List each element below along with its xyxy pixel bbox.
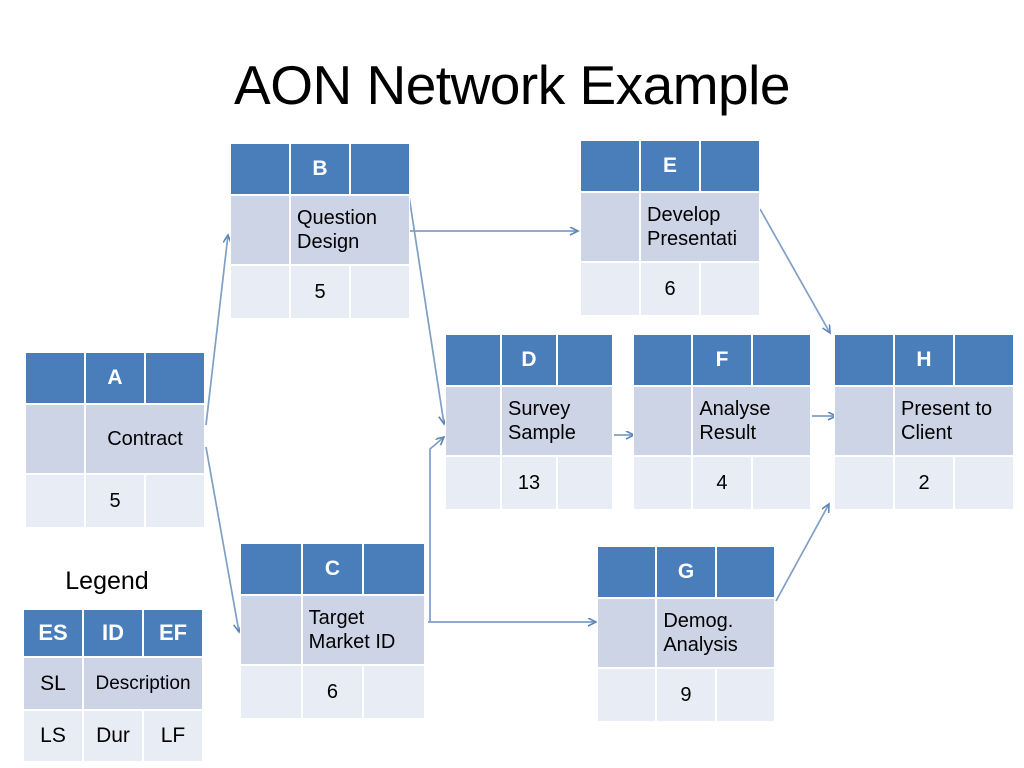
node-f-lf (751, 456, 811, 510)
legend-table: ES ID EF SL Description LS Dur LF (23, 609, 203, 762)
node-d-lf (557, 456, 613, 510)
node-a-id: A (85, 352, 145, 404)
node-b-id: B (290, 143, 350, 195)
node-c-duration: 6 (301, 665, 364, 719)
node-h-lf (954, 456, 1014, 510)
arrow-a-to-c (205, 446, 239, 632)
node-c-ls (240, 665, 302, 719)
node-g-id: G (656, 546, 716, 598)
arrow-g-to-h (775, 504, 829, 602)
node-f[interactable]: F Analyse Result 4 (633, 334, 811, 510)
node-a-duration: 5 (85, 474, 145, 528)
node-a-sl (25, 404, 85, 474)
node-h[interactable]: H Present to Client 2 (834, 334, 1014, 510)
node-g-ls (597, 668, 657, 722)
node-b-ef (350, 143, 410, 195)
node-a-ef (145, 352, 205, 404)
node-d-id: D (501, 334, 557, 386)
node-f-ef (751, 334, 811, 386)
node-c-lf (363, 665, 425, 719)
node-g-duration: 9 (656, 668, 716, 722)
legend-lf: LF (143, 710, 203, 762)
node-e-sl (580, 192, 640, 262)
node-f-es (633, 334, 693, 386)
node-b-es (230, 143, 290, 195)
node-f-description: Analyse Result (692, 386, 811, 456)
legend-ls: LS (23, 710, 83, 762)
legend-description: Description (83, 657, 203, 710)
node-c-description: Target Market ID (301, 595, 425, 665)
node-a-es (25, 352, 85, 404)
node-c-id: C (301, 543, 364, 595)
node-f-sl (633, 386, 693, 456)
node-h-sl (834, 386, 894, 456)
node-h-ef (954, 334, 1014, 386)
node-f-duration: 4 (692, 456, 752, 510)
node-a-lf (145, 474, 205, 528)
node-g-sl (597, 598, 657, 668)
arrow-b-to-d (408, 195, 444, 424)
node-e-es (580, 140, 640, 192)
node-f-ls (633, 456, 693, 510)
node-g[interactable]: G Demog. Analysis 9 (597, 546, 775, 722)
node-g-description: Demog. Analysis (656, 598, 775, 668)
legend-dur: Dur (83, 710, 143, 762)
node-c-ef (363, 543, 425, 595)
node-d-ef (557, 334, 613, 386)
page-title: AON Network Example (234, 54, 790, 116)
node-c-sl (240, 595, 302, 665)
node-e-ef (700, 140, 760, 192)
node-a-description: Contract (85, 404, 205, 474)
node-h-es (834, 334, 894, 386)
node-e-description: Develop Presentati (640, 192, 760, 262)
node-b-lf (350, 265, 410, 319)
arrow-c-to-d (429, 437, 444, 622)
node-d-es (445, 334, 501, 386)
node-e-duration: 6 (640, 262, 700, 316)
node-h-description: Present to Client (894, 386, 1014, 456)
node-c-es (240, 543, 302, 595)
node-d-ls (445, 456, 501, 510)
arrow-a-to-b (205, 235, 228, 426)
node-b-description: Question Design (290, 195, 410, 265)
node-g-es (597, 546, 657, 598)
node-h-id: H (894, 334, 954, 386)
node-e[interactable]: E Develop Presentati 6 (580, 140, 760, 316)
legend-id: ID (83, 609, 143, 657)
node-b-ls (230, 265, 290, 319)
legend-title: Legend (65, 567, 149, 595)
node-e-id: E (640, 140, 700, 192)
arrow-e-to-h (759, 208, 830, 333)
node-h-ls (834, 456, 894, 510)
node-c[interactable]: C Target Market ID 6 (240, 543, 425, 719)
node-g-lf (715, 668, 775, 722)
node-a-ls (25, 474, 85, 528)
legend-sl: SL (23, 657, 83, 710)
node-d-duration: 13 (501, 456, 557, 510)
node-d-sl (445, 386, 501, 456)
node-a[interactable]: A Contract 5 (25, 352, 205, 528)
node-b-duration: 5 (290, 265, 350, 319)
node-h-duration: 2 (894, 456, 954, 510)
node-d[interactable]: D Survey Sample 13 (445, 334, 613, 510)
node-g-ef (715, 546, 775, 598)
legend-ef: EF (143, 609, 203, 657)
legend-es: ES (23, 609, 83, 657)
node-b[interactable]: B Question Design 5 (230, 143, 410, 319)
node-e-ls (580, 262, 640, 316)
node-d-description: Survey Sample (501, 386, 613, 456)
node-f-id: F (692, 334, 752, 386)
node-e-lf (700, 262, 760, 316)
node-b-sl (230, 195, 290, 265)
